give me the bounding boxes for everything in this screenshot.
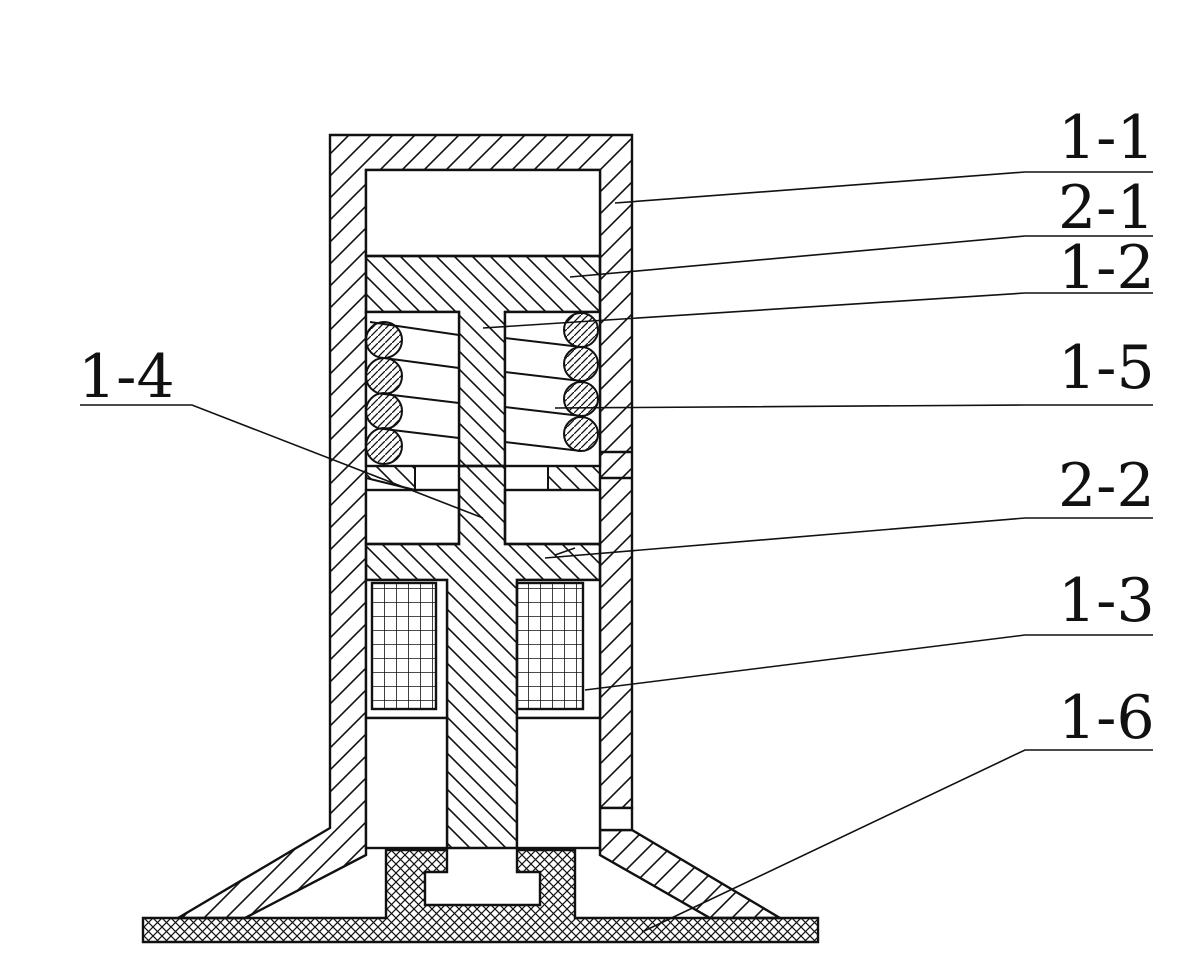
base-plate [141,848,820,944]
label-2-1: 2-1 [1058,173,1155,243]
spring-seat-left [365,465,416,492]
chamber-right-lower [503,488,602,546]
chamber-left-lower [364,488,461,546]
vent-slot [598,806,634,832]
label-2-2: 2-2 [1058,451,1155,521]
coil-left-winding [370,581,438,711]
label-1-3: 1-3 [1058,566,1155,636]
label-1-5: 1-5 [1058,333,1155,403]
label-1-1: 1-1 [1058,103,1155,173]
label-1-2: 1-2 [1058,233,1155,303]
coil-right-winding [515,581,585,711]
label-1-6: 1-6 [1058,683,1155,753]
channel-right [515,716,602,850]
spring-seat-right [547,465,601,491]
skirt-right [598,828,785,920]
spring-left [365,321,460,465]
housing-cavity [364,168,602,258]
label-1-4: 1-4 [78,342,175,412]
leader-lines [80,171,1153,933]
channel-left [364,716,449,850]
